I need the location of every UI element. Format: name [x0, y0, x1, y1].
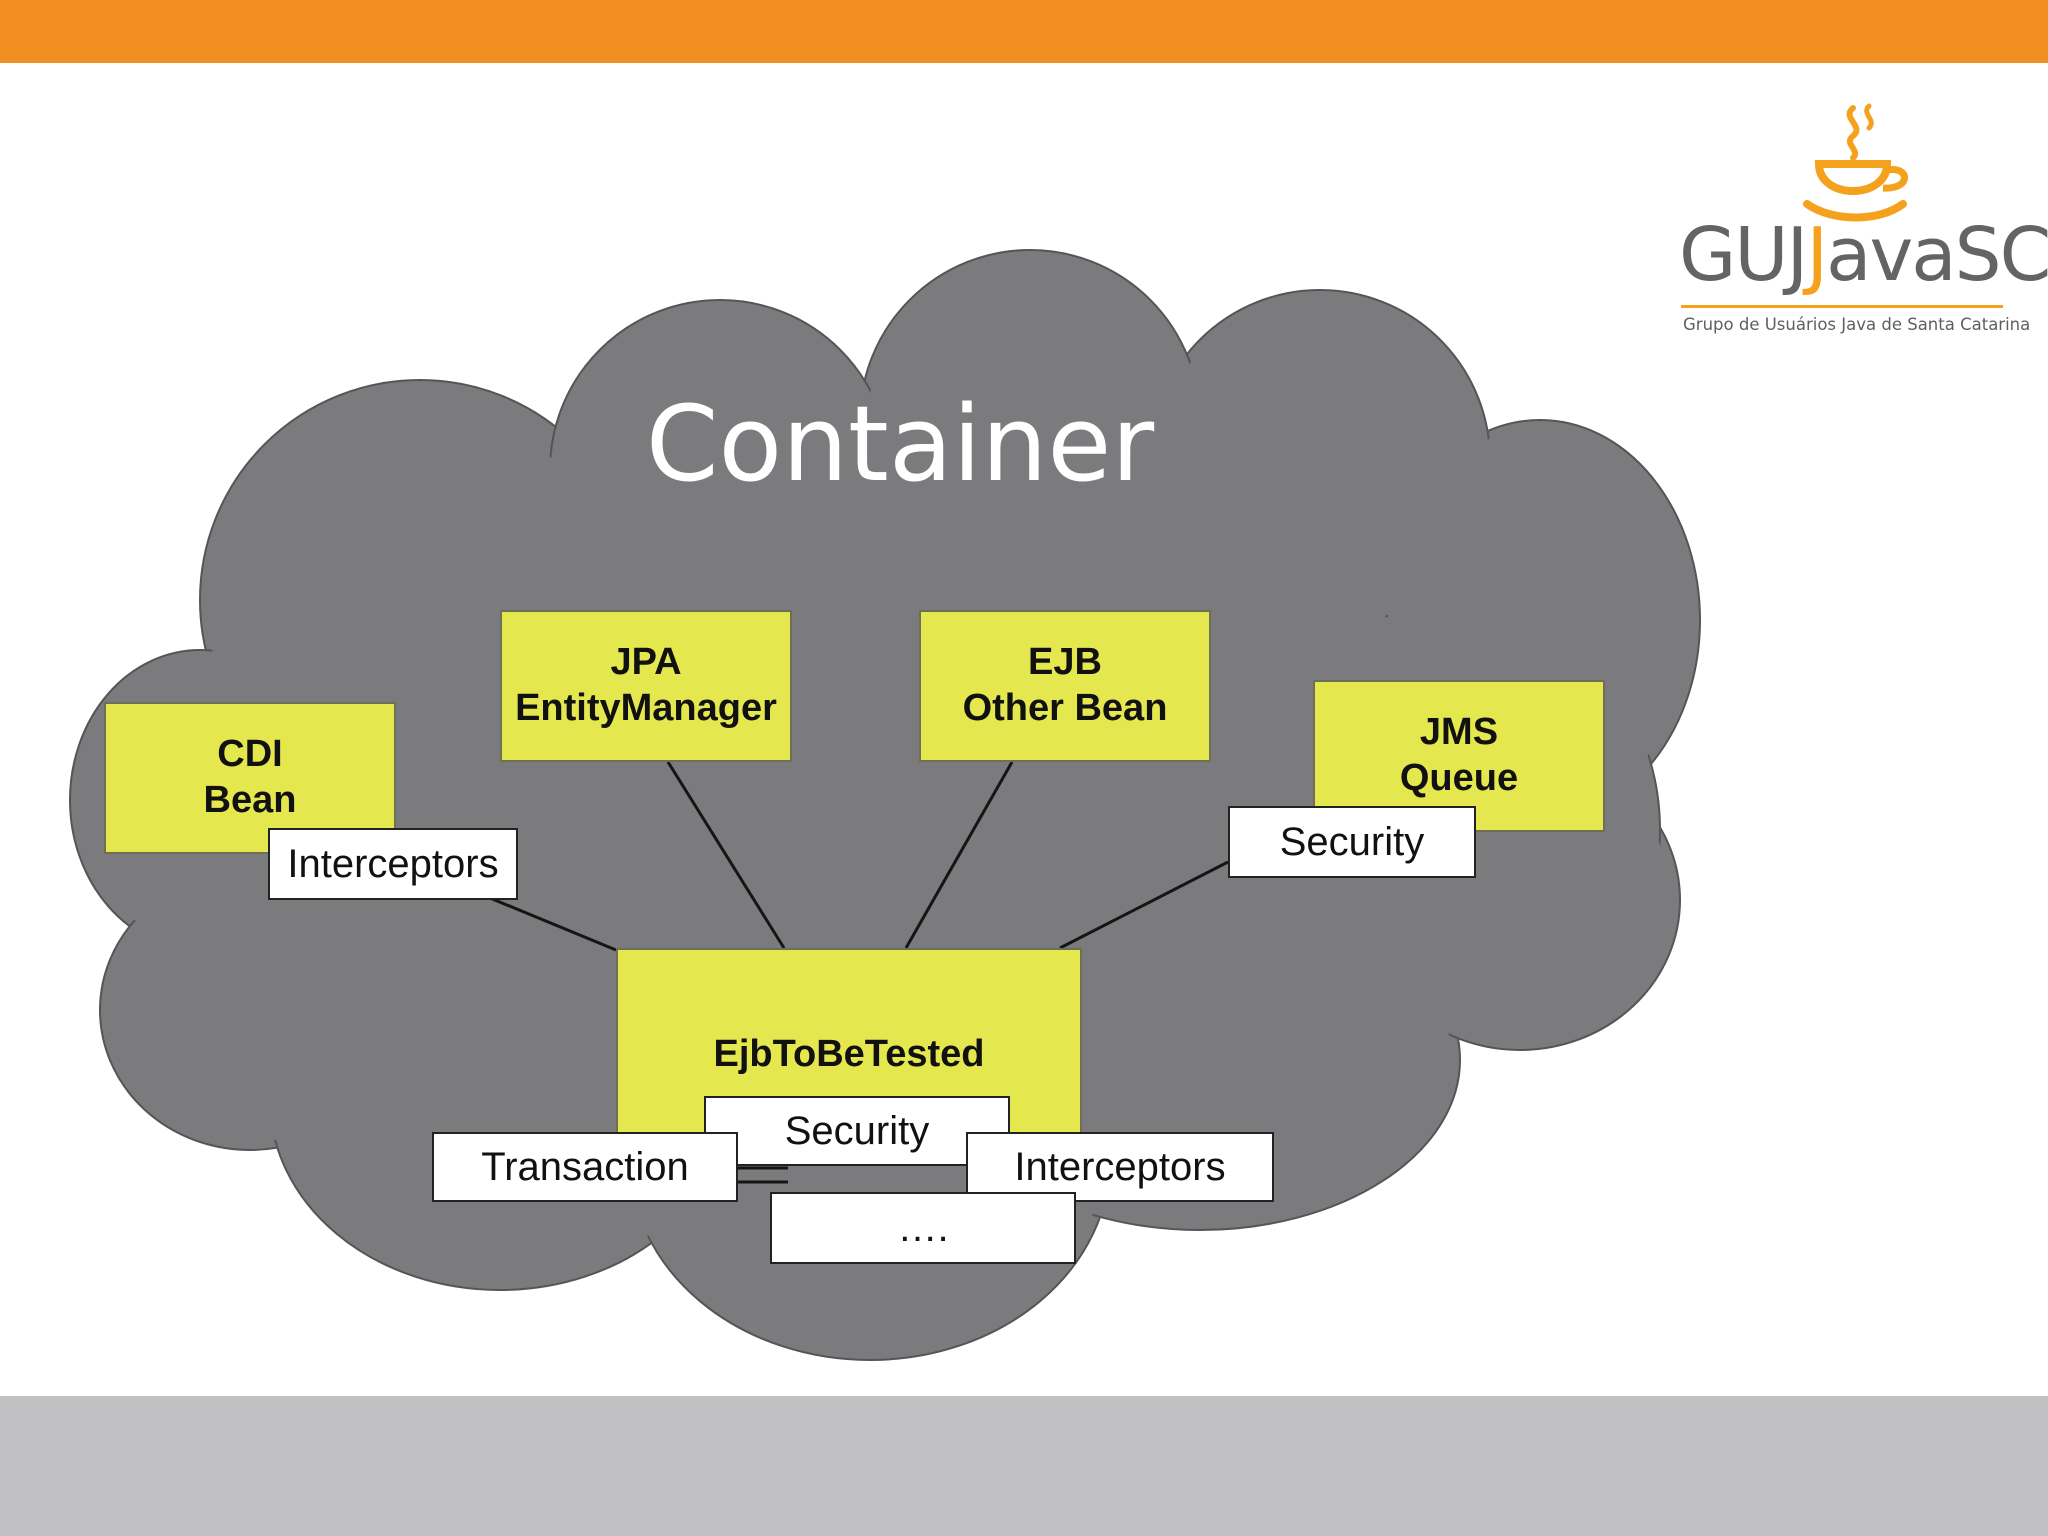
jpa-entitymanager-node: JPA EntityManager [500, 610, 792, 762]
ejb-more-tag: …. [770, 1192, 1076, 1264]
ejb-interceptors-tag: Interceptors [966, 1132, 1274, 1202]
container-label: Container [645, 383, 1155, 505]
footer-bar [0, 1396, 2048, 1536]
cdi-interceptors-tag: Interceptors [268, 828, 518, 900]
ejb-other-bean-node: EJB Other Bean [919, 610, 1211, 762]
logo-rule [1681, 305, 2003, 308]
gujavasc-logo: GUJJavaSC Grupo de Usuários Java de Sant… [1675, 100, 2048, 350]
coffee-cup-icon [1803, 103, 1908, 222]
ejb-transaction-tag: Transaction [432, 1132, 738, 1202]
logo-wordmark: GUJJavaSC [1679, 212, 2048, 298]
header-bar [0, 0, 2048, 63]
connector-lines [489, 761, 1229, 1184]
ejb-security-tag: Security [704, 1096, 1010, 1166]
jms-security-tag: Security [1228, 806, 1476, 878]
logo-subtitle: Grupo de Usuários Java de Santa Catarina [1683, 315, 2031, 334]
